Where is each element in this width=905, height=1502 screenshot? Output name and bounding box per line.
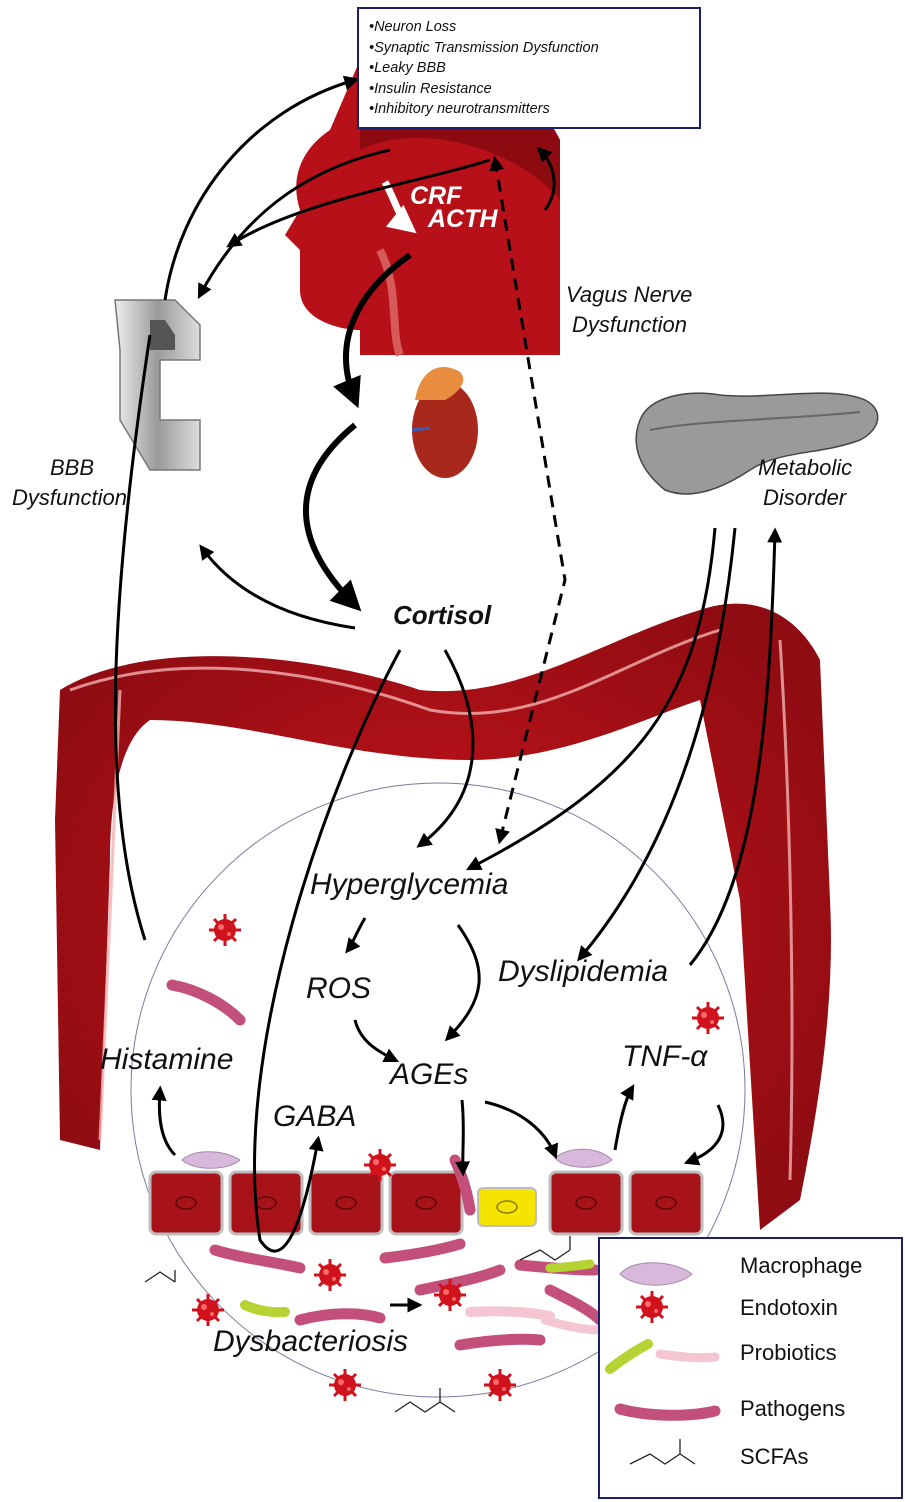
tnf-label: TNF-α — [622, 1040, 707, 1074]
brain-effect-item: •Inhibitory neurotransmitters — [369, 99, 689, 120]
brain-effects-box: •Neuron Loss •Synaptic Transmission Dysf… — [357, 7, 701, 129]
hyperglycemia-label: Hyperglycemia — [310, 868, 508, 902]
brain-effect-item: •Leaky BBB — [369, 58, 689, 79]
vagus-label-line2: Dysfunction — [572, 312, 687, 338]
legend-probiotics: Probiotics — [740, 1340, 837, 1366]
bbb-label-line2: Dysfunction — [12, 485, 127, 511]
bbb-icon — [115, 300, 200, 470]
dysbacteriosis-label: Dysbacteriosis — [213, 1325, 408, 1359]
gaba-label: GABA — [273, 1100, 356, 1134]
endotoxin-icon — [636, 1291, 668, 1323]
pathogen-icon — [620, 1409, 715, 1415]
cortisol-label: Cortisol — [393, 600, 491, 631]
macrophage-icon — [620, 1263, 692, 1286]
scfa-icon — [630, 1439, 695, 1464]
kidney-icon — [412, 367, 478, 478]
bbb-label-line1: BBB — [50, 455, 94, 481]
vagus-label-line1: Vagus Nerve — [566, 282, 692, 308]
brain-effect-item: •Insulin Resistance — [369, 79, 689, 100]
legend-endotoxin: Endotoxin — [740, 1295, 838, 1321]
legend-pathogens: Pathogens — [740, 1396, 845, 1422]
brain-effect-item: •Neuron Loss — [369, 17, 689, 38]
dyslipidemia-label: Dyslipidemia — [498, 955, 668, 989]
legend-macrophage: Macrophage — [740, 1253, 862, 1279]
brain-effect-item: •Synaptic Transmission Dysfunction — [369, 38, 689, 59]
legend-scfas: SCFAs — [740, 1444, 808, 1470]
probiotics-icon — [610, 1344, 715, 1369]
ros-label: ROS — [306, 972, 371, 1006]
ages-label: AGEs — [390, 1058, 468, 1092]
metabolic-label-line2: Disorder — [763, 485, 846, 511]
histamine-label: Histamine — [100, 1043, 233, 1077]
epithelial-cells — [150, 1172, 702, 1234]
metabolic-label-line1: Metabolic — [758, 455, 852, 481]
legend: Macrophage Endotoxin Probiotics Pathogen… — [598, 1237, 903, 1499]
legend-icons — [600, 1239, 740, 1497]
acth-label: ACTH — [428, 205, 497, 234]
